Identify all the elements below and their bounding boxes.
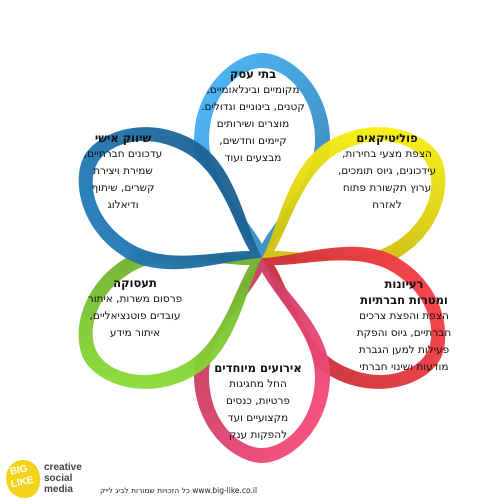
copyright-footer: כל הזכויות שמורות לביג לייק www.big-like… <box>100 486 258 495</box>
petal-title: רעיונות ומטרות חברתיות <box>360 277 448 307</box>
petal-text-social: רעיונות ומטרות חברתיות הצפת והפצת צרכים … <box>334 276 474 376</box>
petal-title: אירועים מיוחדים <box>214 361 302 375</box>
petal-body: מקומיים ובינלאומיים, קטנים, בינוניים וגד… <box>201 84 305 164</box>
petal-title: פוליטיקאים <box>356 131 418 145</box>
petal-inner-personal <box>92 141 250 256</box>
petal-body: החל מחגיגות פרטיות, כנסים מקצועיים ועד ל… <box>226 378 290 441</box>
petal-body: הצפת מצעי בחירות, עידכונים, גיוס תומכים,… <box>337 148 437 211</box>
petal-body: פרסום משרות, איתור עובדים פוטנציאליים, א… <box>87 293 183 339</box>
petal-title: בתי עסק <box>229 67 277 81</box>
petal-text-politics: פוליטיקאים הצפת מצעי בחירות, עידכונים, ג… <box>320 130 454 214</box>
petal-body: הצפת והפצת צרכים חברתיים, גיוס והפקת פעי… <box>356 310 452 373</box>
petal-politics <box>262 127 446 270</box>
petal-inner-employment <box>92 260 250 375</box>
petal-body: עדכונים חברתיים, שמירת ויצירת קשרים, שית… <box>83 148 163 211</box>
petal-inner-social <box>274 260 432 375</box>
petal-text-business: בתי עסק מקומיים ובינלאומיים, קטנים, בינו… <box>186 66 320 167</box>
petal-personal <box>78 127 262 270</box>
petal-employment <box>78 246 262 389</box>
petal-text-events: אירועים מיוחדים החל מחגיגות פרטיות, כנסי… <box>198 360 318 444</box>
logo-badge <box>6 460 40 498</box>
petal-title: שיווק אישי <box>94 131 152 145</box>
logo-tagline: creative social media <box>44 462 82 495</box>
petal-text-employment: תעסוקה פרסום משרות, איתור עובדים פוטנציא… <box>62 275 208 342</box>
big-like-logo: BIG LIKE creative social media <box>6 460 116 500</box>
petal-text-personal: שיווק אישי עדכונים חברתיים, שמירת ויצירת… <box>58 130 188 214</box>
petal-inner-politics <box>274 141 432 256</box>
petal-title: תעסוקה <box>113 276 157 290</box>
